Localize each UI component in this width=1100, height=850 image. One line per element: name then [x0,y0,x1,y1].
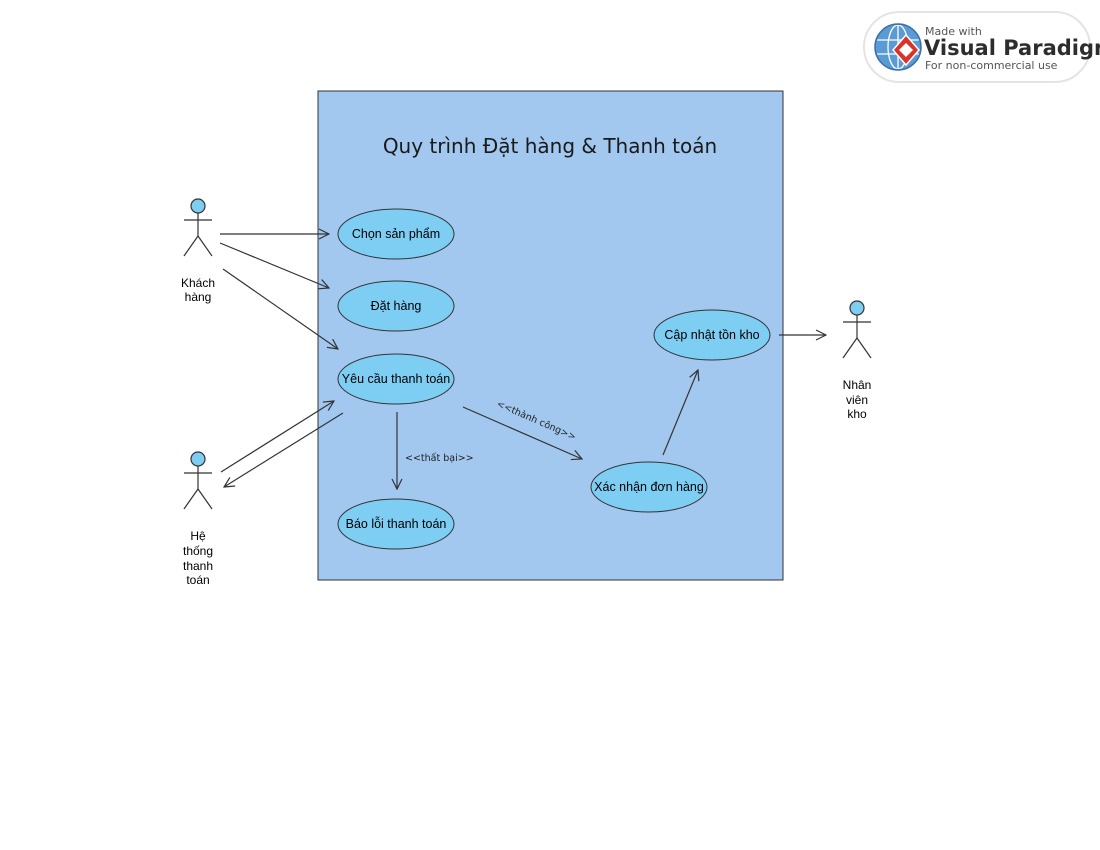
use-case-label: Chọn sản phẩm [352,227,440,241]
actor-nhan-vien-kho[interactable]: Nhân viên kho [842,300,872,421]
actor-stick-figure-icon [183,198,213,257]
use-case-label: Đặt hàng [371,299,422,313]
use-case-yeu-cau-thanh-toan[interactable]: Yêu cầu thanh toán [337,353,455,405]
watermark-made-with: Made with [925,25,982,38]
watermark-non-commercial: For non-commercial use [925,59,1058,72]
actor-stick-figure-icon [183,451,213,510]
actor-label-line: hàng [185,290,212,304]
association-khach-hang-dat-hang[interactable] [219,242,329,288]
actor-he-thong-thanh-toan[interactable]: Hệ thống thanh toán [183,451,213,587]
use-case-label: Yêu cầu thanh toán [342,372,450,386]
system-title: Quy trình Đặt hàng & Thanh toán [383,134,717,158]
actor-label-line: viên [846,393,868,407]
stereotype-that-bai: <<thất bại>> [405,453,474,464]
use-case-chon-san-pham[interactable]: Chọn sản phẩm [337,208,455,260]
use-case-label: Báo lỗi thanh toán [346,516,447,531]
actor-label-line: kho [847,407,867,421]
relation-xac-nhan-to-cap-nhat[interactable] [662,370,698,456]
use-case-bao-loi-thanh-toan[interactable]: Báo lỗi thanh toán [337,498,455,550]
actor-label-line: thống [183,544,213,558]
use-case-dat-hang[interactable]: Đặt hàng [337,280,455,332]
association-yeu-cau-to-he-thong[interactable] [224,412,344,487]
watermark-brand: Visual Paradigm [924,36,1100,60]
actor-label-line: toán [186,573,209,587]
use-case-label: Cập nhật tồn kho [664,328,759,342]
use-case-cap-nhat-ton-kho[interactable]: Cập nhật tồn kho [653,309,771,361]
actor-label-line: Khách [181,276,215,290]
actor-label-line: thanh [183,559,213,573]
visual-paradigm-logo-icon [874,23,922,71]
association-he-thong-to-yeu-cau[interactable] [220,401,334,473]
relation-thanh-cong[interactable] [462,406,582,459]
visual-paradigm-watermark: Made with Visual Paradigm For non-commer… [863,11,1100,83]
actor-label-line: Hệ [190,529,206,543]
actor-khach-hang[interactable]: Khách hàng [181,198,215,304]
actor-stick-figure-icon [842,300,872,359]
association-khach-hang-yeu-cau-thanh-toan[interactable] [222,268,338,349]
use-case-label: Xác nhận đơn hàng [594,480,704,494]
use-case-xac-nhan-don-hang[interactable]: Xác nhận đơn hàng [590,461,708,513]
actor-label-line: Nhân [843,378,872,392]
